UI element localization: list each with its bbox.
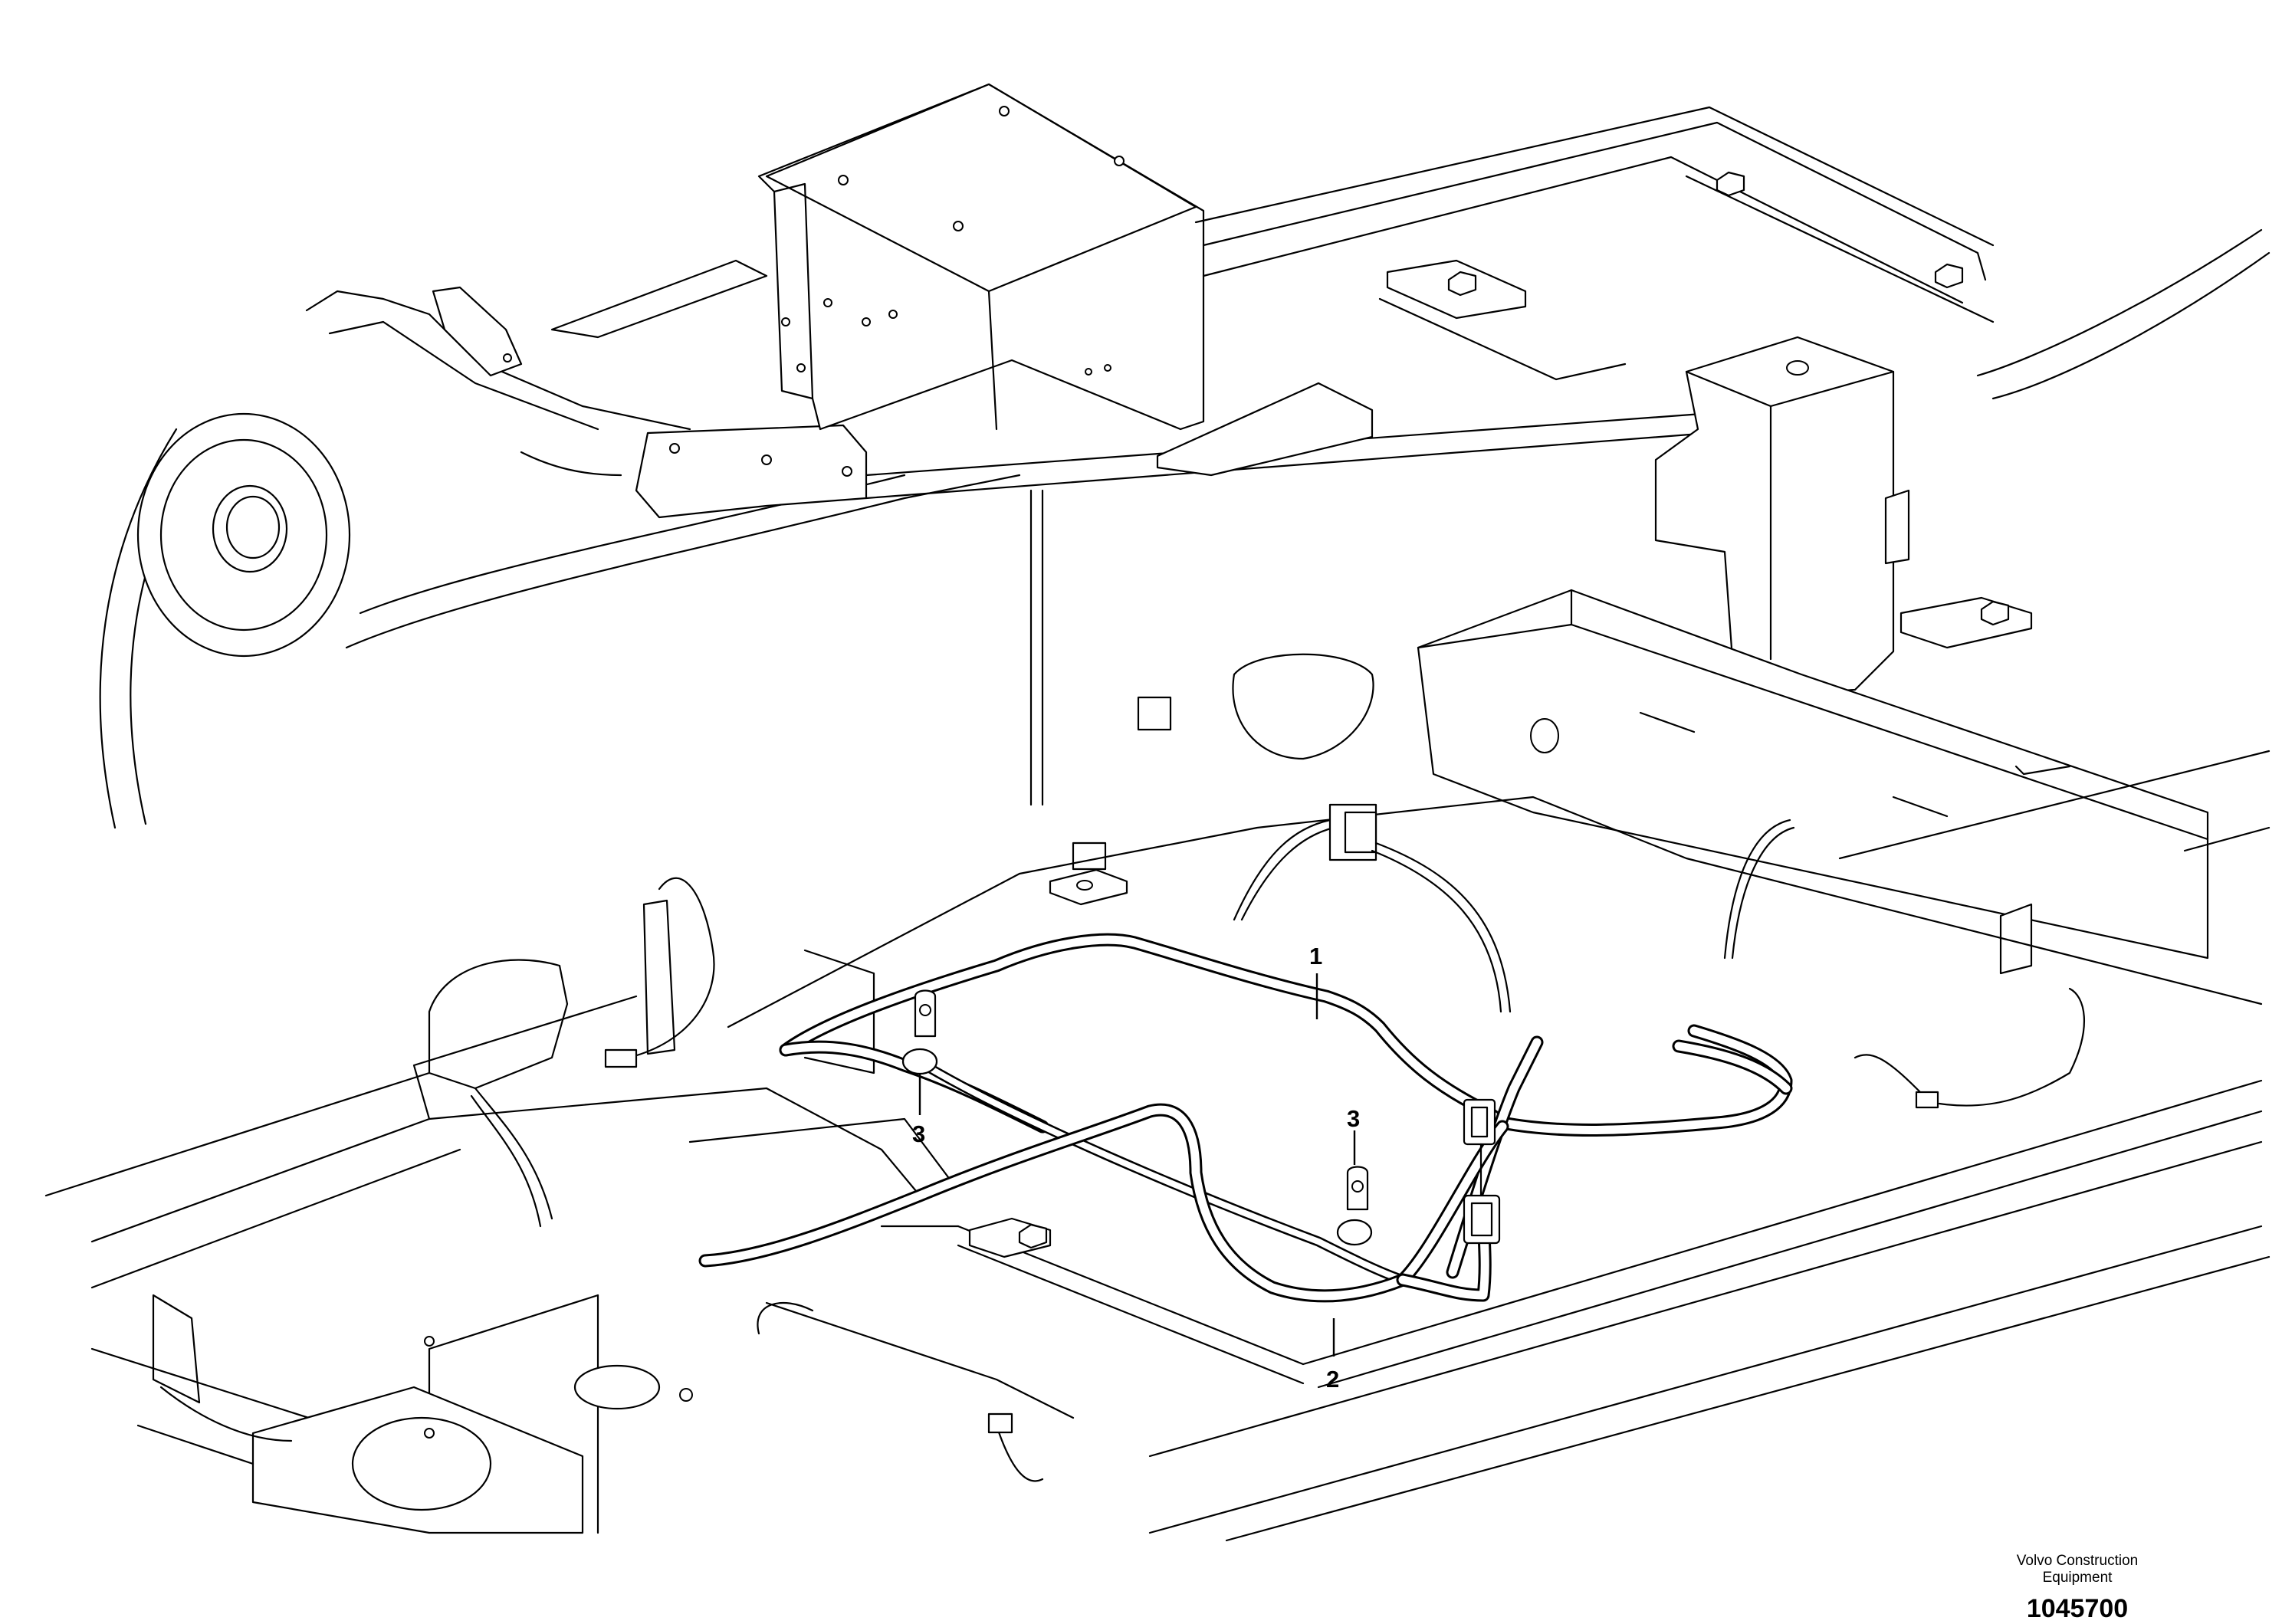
callout-item-2: 2	[1326, 1366, 1339, 1393]
cable-harness-item-2	[698, 1052, 1509, 1303]
manufacturer-label: Volvo Construction Equipment	[2016, 1553, 2139, 1586]
clip-item-3-left	[901, 989, 938, 1075]
upper-frame-rails	[865, 106, 2271, 500]
lower-chassis-plates	[44, 796, 2271, 1542]
callout-item-1: 1	[1309, 943, 1322, 969]
right-longitudinal-frame	[1417, 589, 2271, 975]
connector-upper	[1463, 1098, 1496, 1146]
callout-item-3-left: 3	[912, 1120, 925, 1147]
boom-foot-assembly	[99, 286, 1021, 829]
upper-mount-bracket	[550, 83, 1205, 431]
drawing-number: 1045700	[2026, 1594, 2129, 1623]
background-wiring	[428, 803, 2085, 1482]
cable-harness-item-1	[779, 933, 1793, 1279]
central-cross-member	[1029, 489, 1374, 871]
clip-item-3-right	[1336, 1166, 1373, 1246]
connector-lower	[1463, 1194, 1501, 1245]
right-support-post	[1654, 336, 2033, 699]
callout-item-3-right: 3	[1347, 1105, 1360, 1132]
